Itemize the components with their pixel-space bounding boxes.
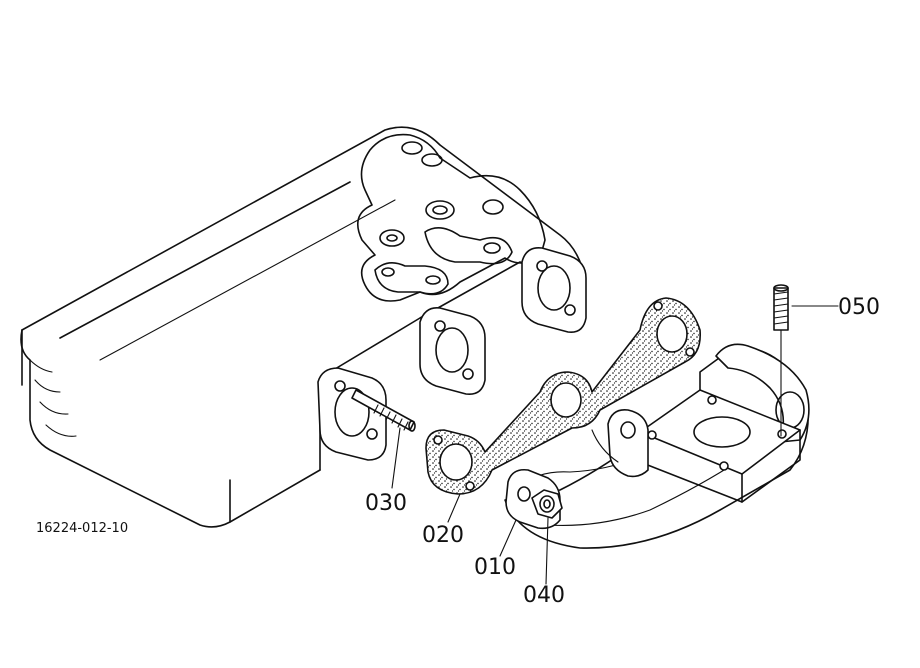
callout-010: 010	[474, 555, 516, 580]
stud-050	[773, 284, 839, 437]
exhaust-manifold-010	[499, 343, 810, 557]
callout-040: 040	[523, 583, 565, 608]
callout-labels: 050 030 020 010 040	[365, 295, 880, 608]
callout-050: 050	[838, 295, 880, 320]
cylinder-head	[20, 126, 587, 528]
nut-040	[531, 489, 563, 585]
callout-020: 020	[422, 523, 464, 548]
gasket-020	[425, 297, 702, 523]
stud-030	[351, 389, 416, 489]
head-exhaust-ports	[317, 246, 587, 461]
callout-030: 030	[365, 491, 407, 516]
drawing-number: 16224-012-10	[36, 521, 128, 536]
head-top-holes	[374, 141, 513, 295]
